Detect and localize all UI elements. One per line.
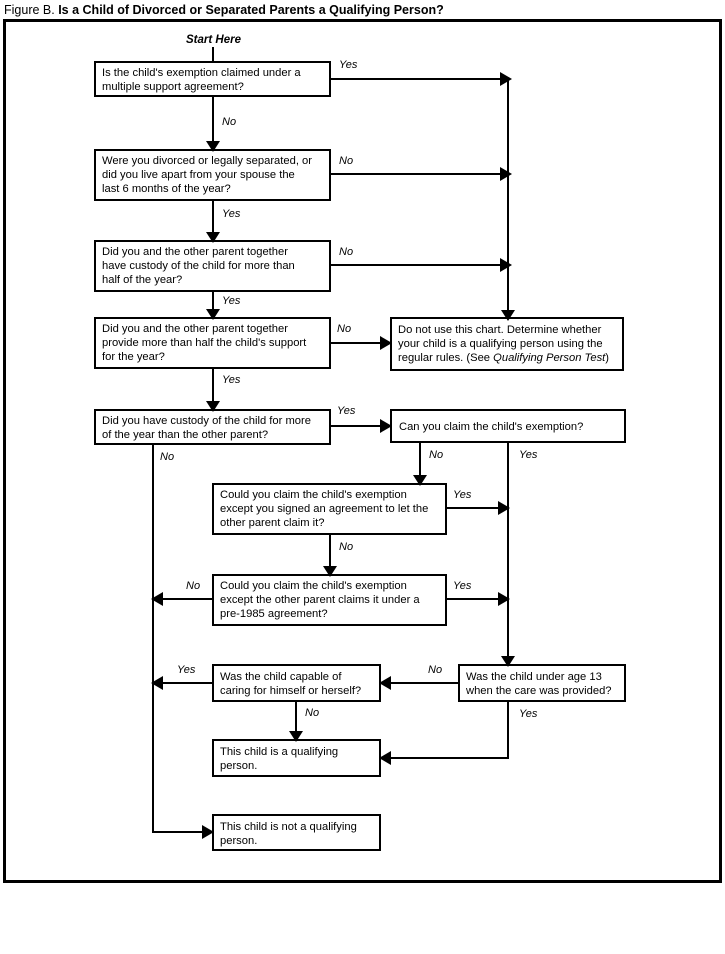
edge-label-q4-yes: Yes (222, 374, 241, 386)
node-q10[interactable] (212, 664, 381, 702)
edge-label-q8-no: No (186, 580, 200, 592)
edge-label-q3-yes: Yes (222, 295, 241, 307)
chart-outer-frame (3, 19, 722, 883)
nochart-line3-post: ) (605, 352, 609, 364)
node-q9-line1: Was the child under age 13 (466, 671, 602, 683)
node-q2-line2: did you live apart from your spouse the (102, 169, 295, 181)
arrowhead-q1-no (206, 141, 220, 152)
edge-label-q5-yes: Yes (337, 405, 356, 417)
node-outcome-yes-line1: This child is a qualifying (220, 746, 338, 758)
arrowhead-right-trunk (501, 310, 515, 321)
arrowhead-q6-yes (501, 656, 515, 667)
arrowhead-q5-no (202, 825, 214, 839)
edge-label-q2-yes: Yes (222, 208, 241, 220)
flowchart-canvas: Start Here Is the child's exemption clai… (0, 18, 725, 888)
edge-label-q4-no: No (337, 323, 351, 335)
figure-title: Figure B. Is a Child of Divorced or Sepa… (4, 2, 444, 18)
arrowhead-q2-yes (206, 232, 220, 243)
node-outcome-no-line2: person. (220, 835, 257, 847)
arrowhead-q3-no (500, 258, 512, 272)
node-q1-line1: Is the child's exemption claimed under a (102, 67, 301, 79)
nochart-line3-italic: Qualifying Person Test (493, 352, 606, 364)
node-q3-line3: half of the year? (102, 274, 182, 286)
arrowhead-q9-yes (379, 751, 391, 765)
node-q7-line2: except you signed an agreement to let th… (220, 503, 428, 515)
arrowhead-q1-yes (500, 72, 512, 86)
arrowhead-q9-no (379, 676, 391, 690)
arrowhead-q7-no (323, 566, 337, 577)
arrowhead-q8-yes (498, 592, 510, 606)
edge-label-q6-no: No (429, 449, 443, 461)
figure-number: Figure B. (4, 3, 55, 17)
node-q7[interactable] (212, 483, 447, 535)
node-q4-line1: Did you and the other parent together (102, 323, 288, 335)
node-q7-line3: other parent claim it? (220, 517, 324, 529)
node-outcome-not-qualifying-person[interactable] (212, 814, 381, 851)
edge-label-q10-yes: Yes (177, 664, 196, 676)
arrowhead-q2-no (500, 167, 512, 181)
arrowhead-q8-no (151, 592, 163, 606)
node-q7-line1: Could you claim the child's exemption (220, 489, 407, 501)
edge-label-q10-no: No (305, 707, 319, 719)
edge-label-q1-yes: Yes (339, 59, 358, 71)
node-outcome-nochart-line1: Do not use this chart. Determine whether (398, 324, 602, 336)
node-q1-line2: multiple support agreement? (102, 81, 244, 93)
arrowhead-q3-yes (206, 309, 220, 320)
edge-label-q8-yes: Yes (453, 580, 472, 592)
arrowhead-q5-yes (380, 419, 392, 433)
node-outcome-do-not-use-chart[interactable] (390, 317, 624, 371)
node-q5[interactable] (94, 409, 331, 445)
arrowhead-q4-no (380, 336, 392, 350)
arrowhead-q4-yes (206, 401, 220, 412)
node-q9[interactable] (458, 664, 626, 702)
edge-label-q7-no: No (339, 541, 353, 553)
node-q8-line2: except the other parent claims it under … (220, 594, 420, 606)
arrowhead-q6-no (413, 475, 427, 486)
edge-label-q1-no: No (222, 116, 236, 128)
node-q3-line2: have custody of the child for more than (102, 260, 295, 272)
node-q4-line2: provide more than half the child's suppo… (102, 337, 307, 349)
edge-label-q2-no: No (339, 155, 353, 167)
node-q5-line2: of the year than the other parent? (102, 429, 268, 441)
edge-q9-yes (390, 701, 509, 759)
arrowhead-q7-yes (498, 501, 510, 515)
node-outcome-nochart-line2: your child is a qualifying person using … (398, 338, 603, 350)
node-q2-line3: last 6 months of the year? (102, 183, 231, 195)
start-here-label: Start Here (186, 34, 242, 46)
node-outcome-no-line1: This child is not a qualifying (220, 821, 357, 833)
node-outcome-nochart-line3: regular rules. (See Qualifying Person Te… (398, 352, 609, 364)
node-q6-line1: Can you claim the child's exemption? (399, 421, 583, 433)
edge-label-q6-yes: Yes (519, 449, 538, 461)
node-q2-line1: Were you divorced or legally separated, … (102, 155, 312, 167)
edge-label-q9-yes: Yes (519, 708, 538, 720)
node-q8[interactable] (212, 574, 447, 626)
arrowhead-q10-yes (151, 676, 163, 690)
node-outcome-qualifying-person[interactable] (212, 739, 381, 777)
edge-label-q7-yes: Yes (453, 489, 472, 501)
node-q4-line3: for the year? (102, 351, 165, 363)
edge-label-q5-no: No (160, 451, 174, 463)
node-q10-line2: caring for himself or herself? (220, 685, 361, 697)
figure-title-text: Is a Child of Divorced or Separated Pare… (58, 3, 444, 17)
node-q9-line2: when the care was provided? (465, 685, 612, 697)
node-q8-line1: Could you claim the child's exemption (220, 580, 407, 592)
edge-label-q9-no: No (428, 664, 442, 676)
edge-label-q3-no: No (339, 246, 353, 258)
edge-q5-no (152, 444, 203, 833)
node-q5-line1: Did you have custody of the child for mo… (102, 415, 311, 427)
nochart-line3-pre: regular rules. (See (398, 352, 493, 364)
arrowhead-q10-no (289, 731, 303, 742)
node-q10-line1: Was the child capable of (220, 671, 342, 683)
node-q8-line3: pre-1985 agreement? (220, 608, 328, 620)
node-q3-line1: Did you and the other parent together (102, 246, 288, 258)
node-outcome-yes-line2: person. (220, 760, 257, 772)
